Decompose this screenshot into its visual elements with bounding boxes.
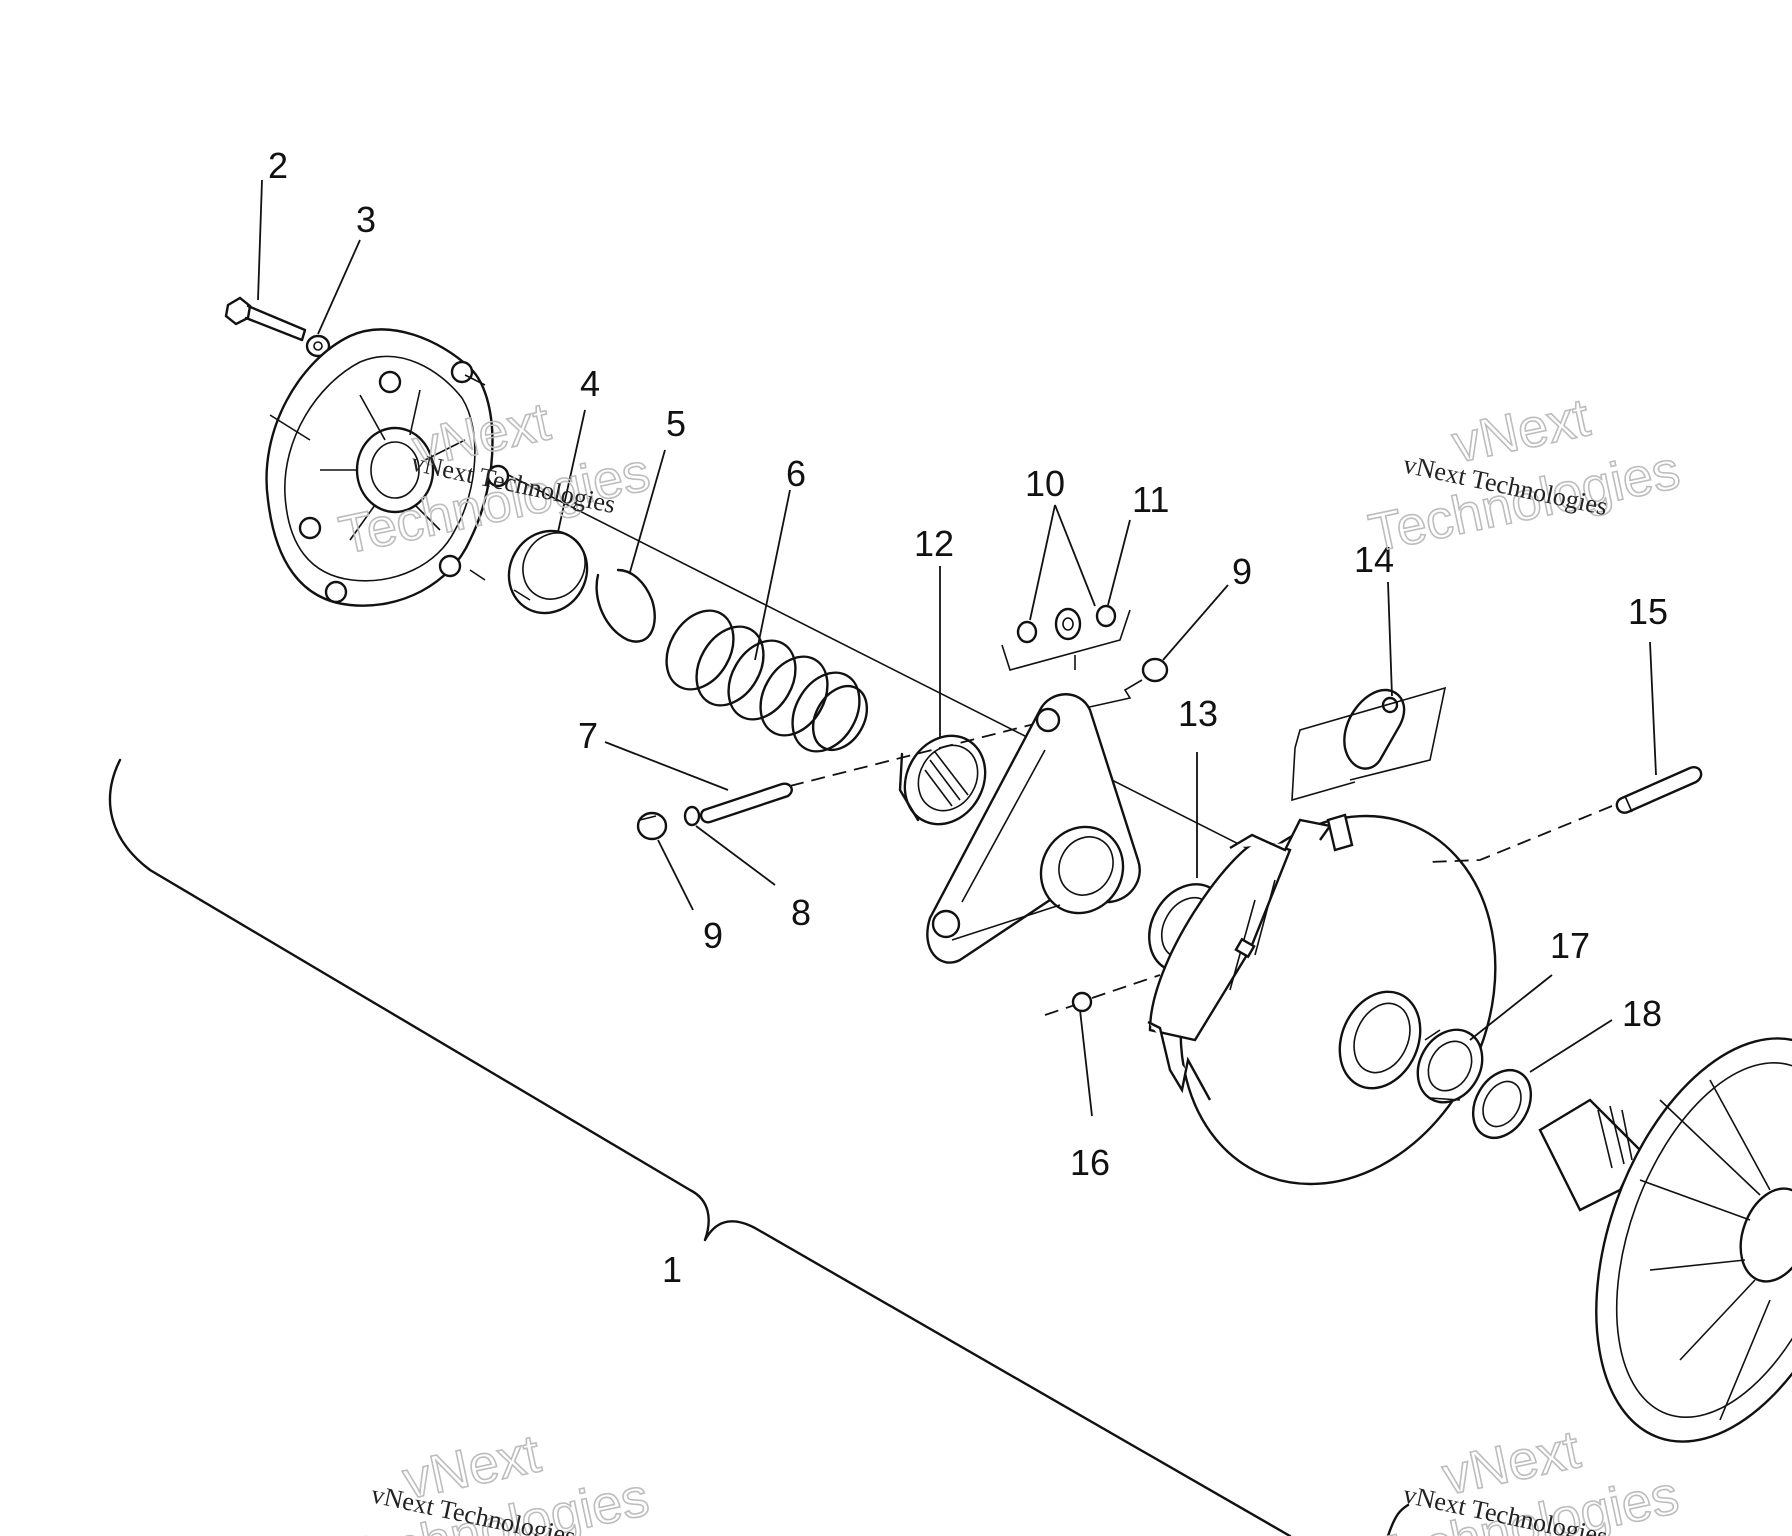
part-18-washer xyxy=(1471,1069,1533,1139)
nut-dash xyxy=(1084,679,1143,709)
movable-sheave xyxy=(1147,813,1497,1186)
callout-3: 3 xyxy=(356,199,376,240)
callout-16: 16 xyxy=(1070,1142,1110,1183)
nut16-dash xyxy=(1044,974,1161,1016)
part-11-roller xyxy=(1054,607,1082,641)
part-6-spring xyxy=(665,609,869,753)
bracket-14 xyxy=(1294,686,1447,781)
callout-18: 18 xyxy=(1622,993,1662,1034)
callout-9-left: 9 xyxy=(703,915,723,956)
callout-7: 7 xyxy=(578,715,598,756)
part-2-bolt xyxy=(224,296,307,342)
bracket-14-b xyxy=(1291,747,1356,802)
roller-arm xyxy=(926,693,1141,964)
callout-13: 13 xyxy=(1178,693,1218,734)
part-5-snap-ring xyxy=(595,568,656,643)
part-12-roller xyxy=(898,734,987,826)
part-7-pin xyxy=(699,782,793,824)
assembly-axis-line xyxy=(359,399,1291,871)
callout-9-right: 9 xyxy=(1232,551,1252,592)
part-17-bushing xyxy=(1416,1028,1484,1104)
callout-12: 12 xyxy=(914,523,954,564)
part-10-washers xyxy=(1016,604,1117,644)
callout-11: 11 xyxy=(1132,479,1169,520)
callout-5: 5 xyxy=(666,403,686,444)
part-8-washer xyxy=(683,805,701,827)
part-16-nut xyxy=(1071,991,1093,1013)
callout-1: 1 xyxy=(662,1249,682,1290)
fixed-sheave xyxy=(1538,1037,1792,1443)
part-9-cap xyxy=(636,811,668,841)
callout-2: 2 xyxy=(268,145,288,186)
leader-lines xyxy=(257,179,1657,1117)
part-3-washer xyxy=(305,334,331,358)
part-14-clip xyxy=(1343,688,1406,770)
part-9-nut-right xyxy=(1141,657,1169,683)
assembly-brace xyxy=(108,758,1292,1536)
pin15-dash xyxy=(1429,805,1613,863)
callout-8: 8 xyxy=(791,892,811,933)
callout-14: 14 xyxy=(1354,539,1394,580)
part-cover-plate xyxy=(265,328,510,607)
callout-15: 15 xyxy=(1628,591,1668,632)
pin-dash-line xyxy=(789,719,1051,787)
bracket-10-11 xyxy=(1001,609,1131,671)
callout-6: 6 xyxy=(786,453,806,494)
part-15-pin xyxy=(1615,766,1703,814)
assembly-brace-end xyxy=(1386,1503,1410,1536)
callout-4: 4 xyxy=(580,363,600,404)
callout-10: 10 xyxy=(1025,463,1065,504)
callout-17: 17 xyxy=(1550,925,1590,966)
watermark-top-right: vNext Technologies xyxy=(1363,386,1685,564)
part-4-bushing xyxy=(507,529,589,615)
